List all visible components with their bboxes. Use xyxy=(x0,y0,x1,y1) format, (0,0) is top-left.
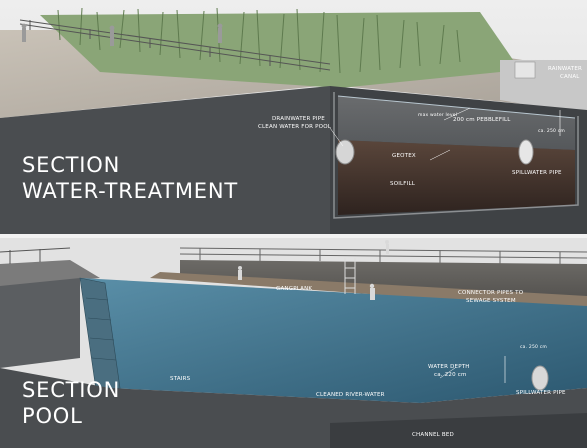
label-soilfill: SOILFILL xyxy=(390,181,416,187)
label-water-depth-line1: WATER DEPTH xyxy=(428,364,470,370)
drainwater-pipe-shape xyxy=(335,139,355,165)
label-pebblefill: 200 cm PEBBLEFILL xyxy=(453,117,511,123)
soil-fill xyxy=(338,140,575,215)
concrete-section-left xyxy=(0,86,330,234)
left-deck xyxy=(0,260,100,288)
label-max-water-level: max water level xyxy=(418,113,458,118)
label-gangplank: GANGPLANK xyxy=(276,286,313,292)
label-channel-bed: CHANNEL BED xyxy=(412,432,454,438)
pool-illustration xyxy=(0,238,587,448)
label-drainwater-pipe: DRAINWATER PIPE xyxy=(272,116,325,122)
pool-figures xyxy=(238,240,389,300)
section-title-bottom-line2: POOL xyxy=(22,404,83,428)
spillwater-pipe-shape xyxy=(518,139,534,165)
label-rainwater: RAINWATER xyxy=(548,66,583,72)
label-clean-water-pool: CLEAN WATER FOR POOL xyxy=(258,124,331,130)
label-water-depth-line2: ca. 220 cm xyxy=(434,372,467,378)
label-cleaned-river-water: CLEANED RIVER-WATER xyxy=(316,392,385,398)
label-dimension-top: ca. 250 cm xyxy=(538,129,565,134)
label-geotex: GEOTEX xyxy=(392,153,416,159)
reeds xyxy=(57,7,461,74)
pebble-fill xyxy=(338,96,575,150)
label-dimension-bottom: ca. 250 cm xyxy=(520,345,547,350)
pool-stairs xyxy=(79,277,121,391)
pool-section: GANGPLANK CONNECTOR PIPES TO SEWAGE SYST… xyxy=(0,238,587,448)
reed-bed xyxy=(40,12,520,88)
label-canal: CANAL xyxy=(560,74,580,80)
water-treatment-section: RAINWATER CANAL DRAINWATER PIPE CLEAN WA… xyxy=(0,0,587,234)
water-treatment-illustration xyxy=(0,0,587,234)
left-wall xyxy=(0,278,80,368)
section-title-top-line2: WATER-TREATMENT xyxy=(22,179,239,203)
pool-water xyxy=(80,278,587,403)
label-connector-line2: SEWAGE SYSTEM xyxy=(466,298,516,304)
channel-bed-shape xyxy=(330,413,587,448)
section-title-top-line1: SECTION xyxy=(22,153,121,177)
people-figures xyxy=(21,23,223,46)
far-railing xyxy=(179,247,587,265)
pool-ladder xyxy=(344,258,356,294)
label-spillwater-pipe-top: SPILLWATER PIPE xyxy=(512,170,562,176)
label-spillwater-pipe-bottom: SPILLWATER PIPE xyxy=(516,390,566,396)
section-title-bottom-line1: SECTION xyxy=(22,378,121,402)
label-stairs: STAIRS xyxy=(170,376,191,382)
pool-spillwater-pipe xyxy=(531,365,549,391)
railing xyxy=(19,19,331,71)
label-connector-line1: CONNECTOR PIPES TO xyxy=(458,290,524,296)
